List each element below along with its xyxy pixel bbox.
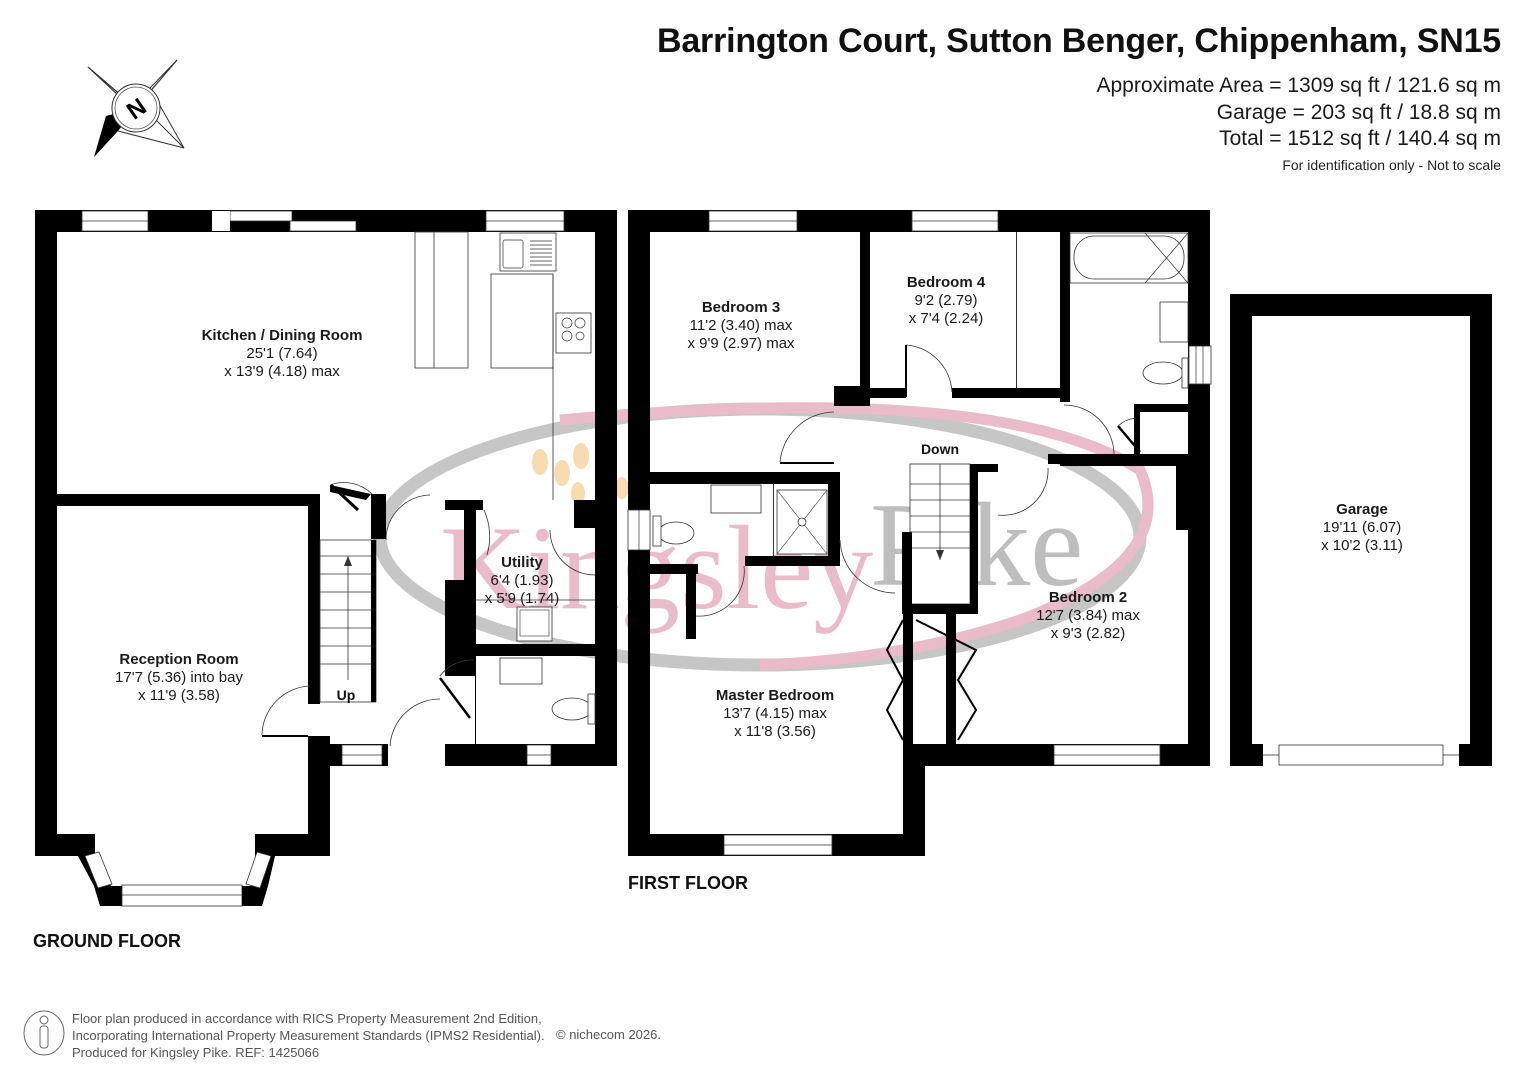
bathroom-toilet-icon: [1142, 361, 1184, 385]
garage-plan: [1230, 294, 1492, 766]
room-bedroom-2: Bedroom 2 12'7 (3.84) max x 9'3 (2.82): [1036, 589, 1140, 643]
ground-floor-plan: [35, 210, 617, 907]
hob-icon: [555, 312, 592, 354]
room-garage: Garage 19'11 (6.07) x 10'2 (3.11): [1321, 501, 1403, 555]
room-bedroom-3: Bedroom 3 11'2 (3.40) max x 9'9 (2.97) m…: [687, 299, 794, 353]
room-dimension: x 10'2 (3.11): [1321, 537, 1403, 554]
approximate-area: Approximate Area = 1309 sq ft / 121.6 sq…: [1096, 74, 1502, 97]
garage-area: Garage = 203 sq ft / 18.8 sq m: [1216, 101, 1501, 124]
first-floor-plan: [627, 210, 1212, 856]
stairs-up-label: Up: [336, 687, 356, 703]
utility-sink-icon: [516, 606, 553, 642]
footer-line-1: Floor plan produced in accordance with R…: [72, 1011, 542, 1026]
bath-icon: [1069, 232, 1189, 284]
room-master-bedroom: Master Bedroom 13'7 (4.15) max x 11'8 (3…: [716, 687, 834, 741]
room-dimension: x 9'3 (2.82): [1050, 625, 1126, 642]
room-dimension: 9'2 (2.79): [914, 292, 978, 309]
room-dimension: 25'1 (7.64): [246, 345, 318, 362]
total-area: Total = 1512 sq ft / 140.4 sq m: [1219, 127, 1501, 150]
room-name: Bedroom 2: [1048, 589, 1128, 606]
room-name: Kitchen / Dining Room: [201, 327, 363, 344]
room-dimension: x 13'9 (4.18) max: [224, 363, 340, 380]
property-title: Barrington Court, Sutton Benger, Chippen…: [656, 22, 1501, 60]
footer-line-2: Incorporating International Property Mea…: [72, 1028, 545, 1043]
room-dimension: 17'7 (5.36) into bay: [115, 669, 243, 686]
kingsley-pike-watermark: Kingsley Pike: [373, 402, 1154, 672]
ensuite-toilet-icon: [657, 521, 695, 545]
room-kitchen-dining: Kitchen / Dining Room 25'1 (7.64) x 13'9…: [202, 327, 363, 381]
room-dimension: x 7'4 (2.24): [908, 310, 984, 327]
room-reception: Reception Room 17'7 (5.36) into bay x 11…: [115, 651, 243, 705]
room-name: Bedroom 3: [701, 299, 781, 316]
room-dimension: 12'7 (3.84) max: [1036, 607, 1140, 624]
room-name: Garage: [1336, 501, 1388, 518]
bathroom-basin-icon: [1159, 301, 1189, 343]
room-dimension: x 9'9 (2.97) max: [687, 335, 795, 352]
ensuite-basin-icon: [710, 484, 762, 514]
shower-tray-icon: [776, 489, 828, 555]
stairs-down-label: Down: [920, 441, 960, 457]
copyright: © nichecom 2026.: [556, 1027, 661, 1042]
room-dimension: x 5'9 (1.74): [484, 590, 560, 607]
toilet-icon: [551, 697, 593, 721]
first-floor-label: FIRST FLOOR: [628, 873, 748, 893]
garage-door: [1278, 744, 1444, 766]
ipms-person-icon: [23, 1010, 65, 1056]
basin-icon: [499, 657, 543, 685]
room-dimension: 11'2 (3.40) max: [689, 317, 793, 334]
room-name: Reception Room: [119, 651, 239, 668]
scale-disclaimer: For identification only - Not to scale: [1282, 157, 1501, 173]
north-compass-icon: N: [87, 59, 185, 157]
room-name: Master Bedroom: [715, 687, 835, 704]
measurement-footer: Floor plan produced in accordance with R…: [72, 1010, 545, 1061]
footer-line-3: Produced for Kingsley Pike. REF: 1425066: [72, 1045, 320, 1060]
room-name: Utility: [501, 554, 543, 571]
room-utility: Utility 6'4 (1.93) x 5'9 (1.74): [485, 554, 560, 608]
room-dimension: x 11'9 (3.58): [138, 687, 220, 704]
room-dimension: x 11'8 (3.56): [734, 723, 816, 740]
room-dimension: 19'11 (6.07): [1322, 519, 1402, 536]
room-dimension: 13'7 (4.15) max: [723, 705, 827, 722]
room-dimension: 6'4 (1.93): [490, 572, 554, 589]
room-bedroom-4: Bedroom 4 9'2 (2.79) x 7'4 (2.24): [907, 274, 985, 328]
room-name: Bedroom 4: [906, 274, 986, 291]
ground-floor-label: GROUND FLOOR: [33, 931, 181, 951]
